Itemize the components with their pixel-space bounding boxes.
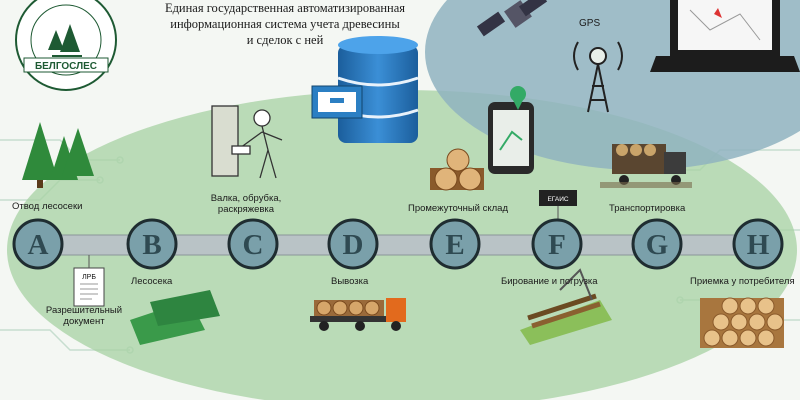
stage-label-h: Приемка у потребителя	[690, 276, 795, 287]
title-line-2: информационная система учета древесины	[170, 17, 400, 31]
wood-stack-icon	[700, 297, 784, 348]
stage-node-circle	[732, 218, 784, 270]
stage-node-f: F	[531, 218, 583, 270]
logger-icon	[211, 105, 283, 179]
smartphone-icon	[488, 86, 534, 174]
stage-node-h: H	[732, 218, 784, 270]
stage-node-circle	[327, 218, 379, 270]
title-line-1: Единая государственная автоматизированна…	[164, 1, 406, 15]
stage-nodes: A B C D E F G H	[12, 218, 784, 270]
page-title: Единая государственная автоматизированна…	[95, 0, 475, 48]
log-loading-icon	[520, 268, 612, 345]
egais-tag-label: ЕГАИС	[547, 196, 568, 203]
stage-node-letter: B	[142, 229, 161, 261]
stage-node-letter: G	[646, 229, 669, 261]
stage-node-circle	[227, 218, 279, 270]
satellite-icon	[476, 0, 548, 37]
stage-label-f: Бирование и погрузка	[501, 276, 598, 287]
stage-node-d: D	[327, 218, 379, 270]
stage-label-e: Промежуточный склад	[408, 203, 508, 214]
stage-node-circle	[12, 218, 64, 270]
stage-node-circle	[126, 218, 178, 270]
stage-node-g: G	[631, 218, 683, 270]
stage-node-circle	[531, 218, 583, 270]
stage-node-letter: E	[445, 229, 464, 261]
log-pile-icon	[430, 148, 484, 191]
stage-node-e: E	[429, 218, 481, 270]
document-badge: ЛРБ	[82, 274, 96, 281]
stage-node-circle	[429, 218, 481, 270]
stage-label-c: Валка, обрубка, раскряжевка	[210, 193, 282, 215]
stage-node-letter: A	[28, 229, 49, 261]
log-truck-icon	[310, 298, 406, 331]
stage-label-b: Лесосека	[131, 276, 173, 287]
logo-name: БЕЛГОСЛЕС	[35, 61, 97, 72]
stage-label-g: Транспортировка	[609, 203, 686, 214]
gps-tower-icon	[573, 41, 623, 113]
stage-node-letter: H	[747, 229, 770, 261]
timber-truck-icon	[600, 144, 692, 188]
permit-document-icon: ЛРБ	[73, 255, 105, 307]
stage-node-letter: D	[343, 229, 364, 261]
database-icon	[311, 36, 419, 143]
title-line-3: и сделок с ней	[246, 33, 324, 47]
gps-label: GPS	[579, 18, 601, 29]
stage-node-circle	[631, 218, 683, 270]
stage-node-letter: F	[548, 229, 566, 261]
stage-node-c: C	[227, 218, 279, 270]
stage-node-a: A	[12, 218, 64, 270]
laptop-icon	[650, 0, 800, 72]
trees-icon	[22, 122, 94, 188]
stage-label-a: Отвод лесосеки	[12, 201, 83, 212]
stage-node-letter: C	[243, 229, 264, 261]
stage-label-d: Вывозка	[331, 276, 369, 287]
felled-trees-icon	[130, 290, 220, 345]
document-label: Разрешительный документ	[45, 305, 123, 327]
belgosles-logo: БЕЛГОСЛЕС	[15, 0, 117, 91]
stage-node-b: B	[126, 218, 178, 270]
